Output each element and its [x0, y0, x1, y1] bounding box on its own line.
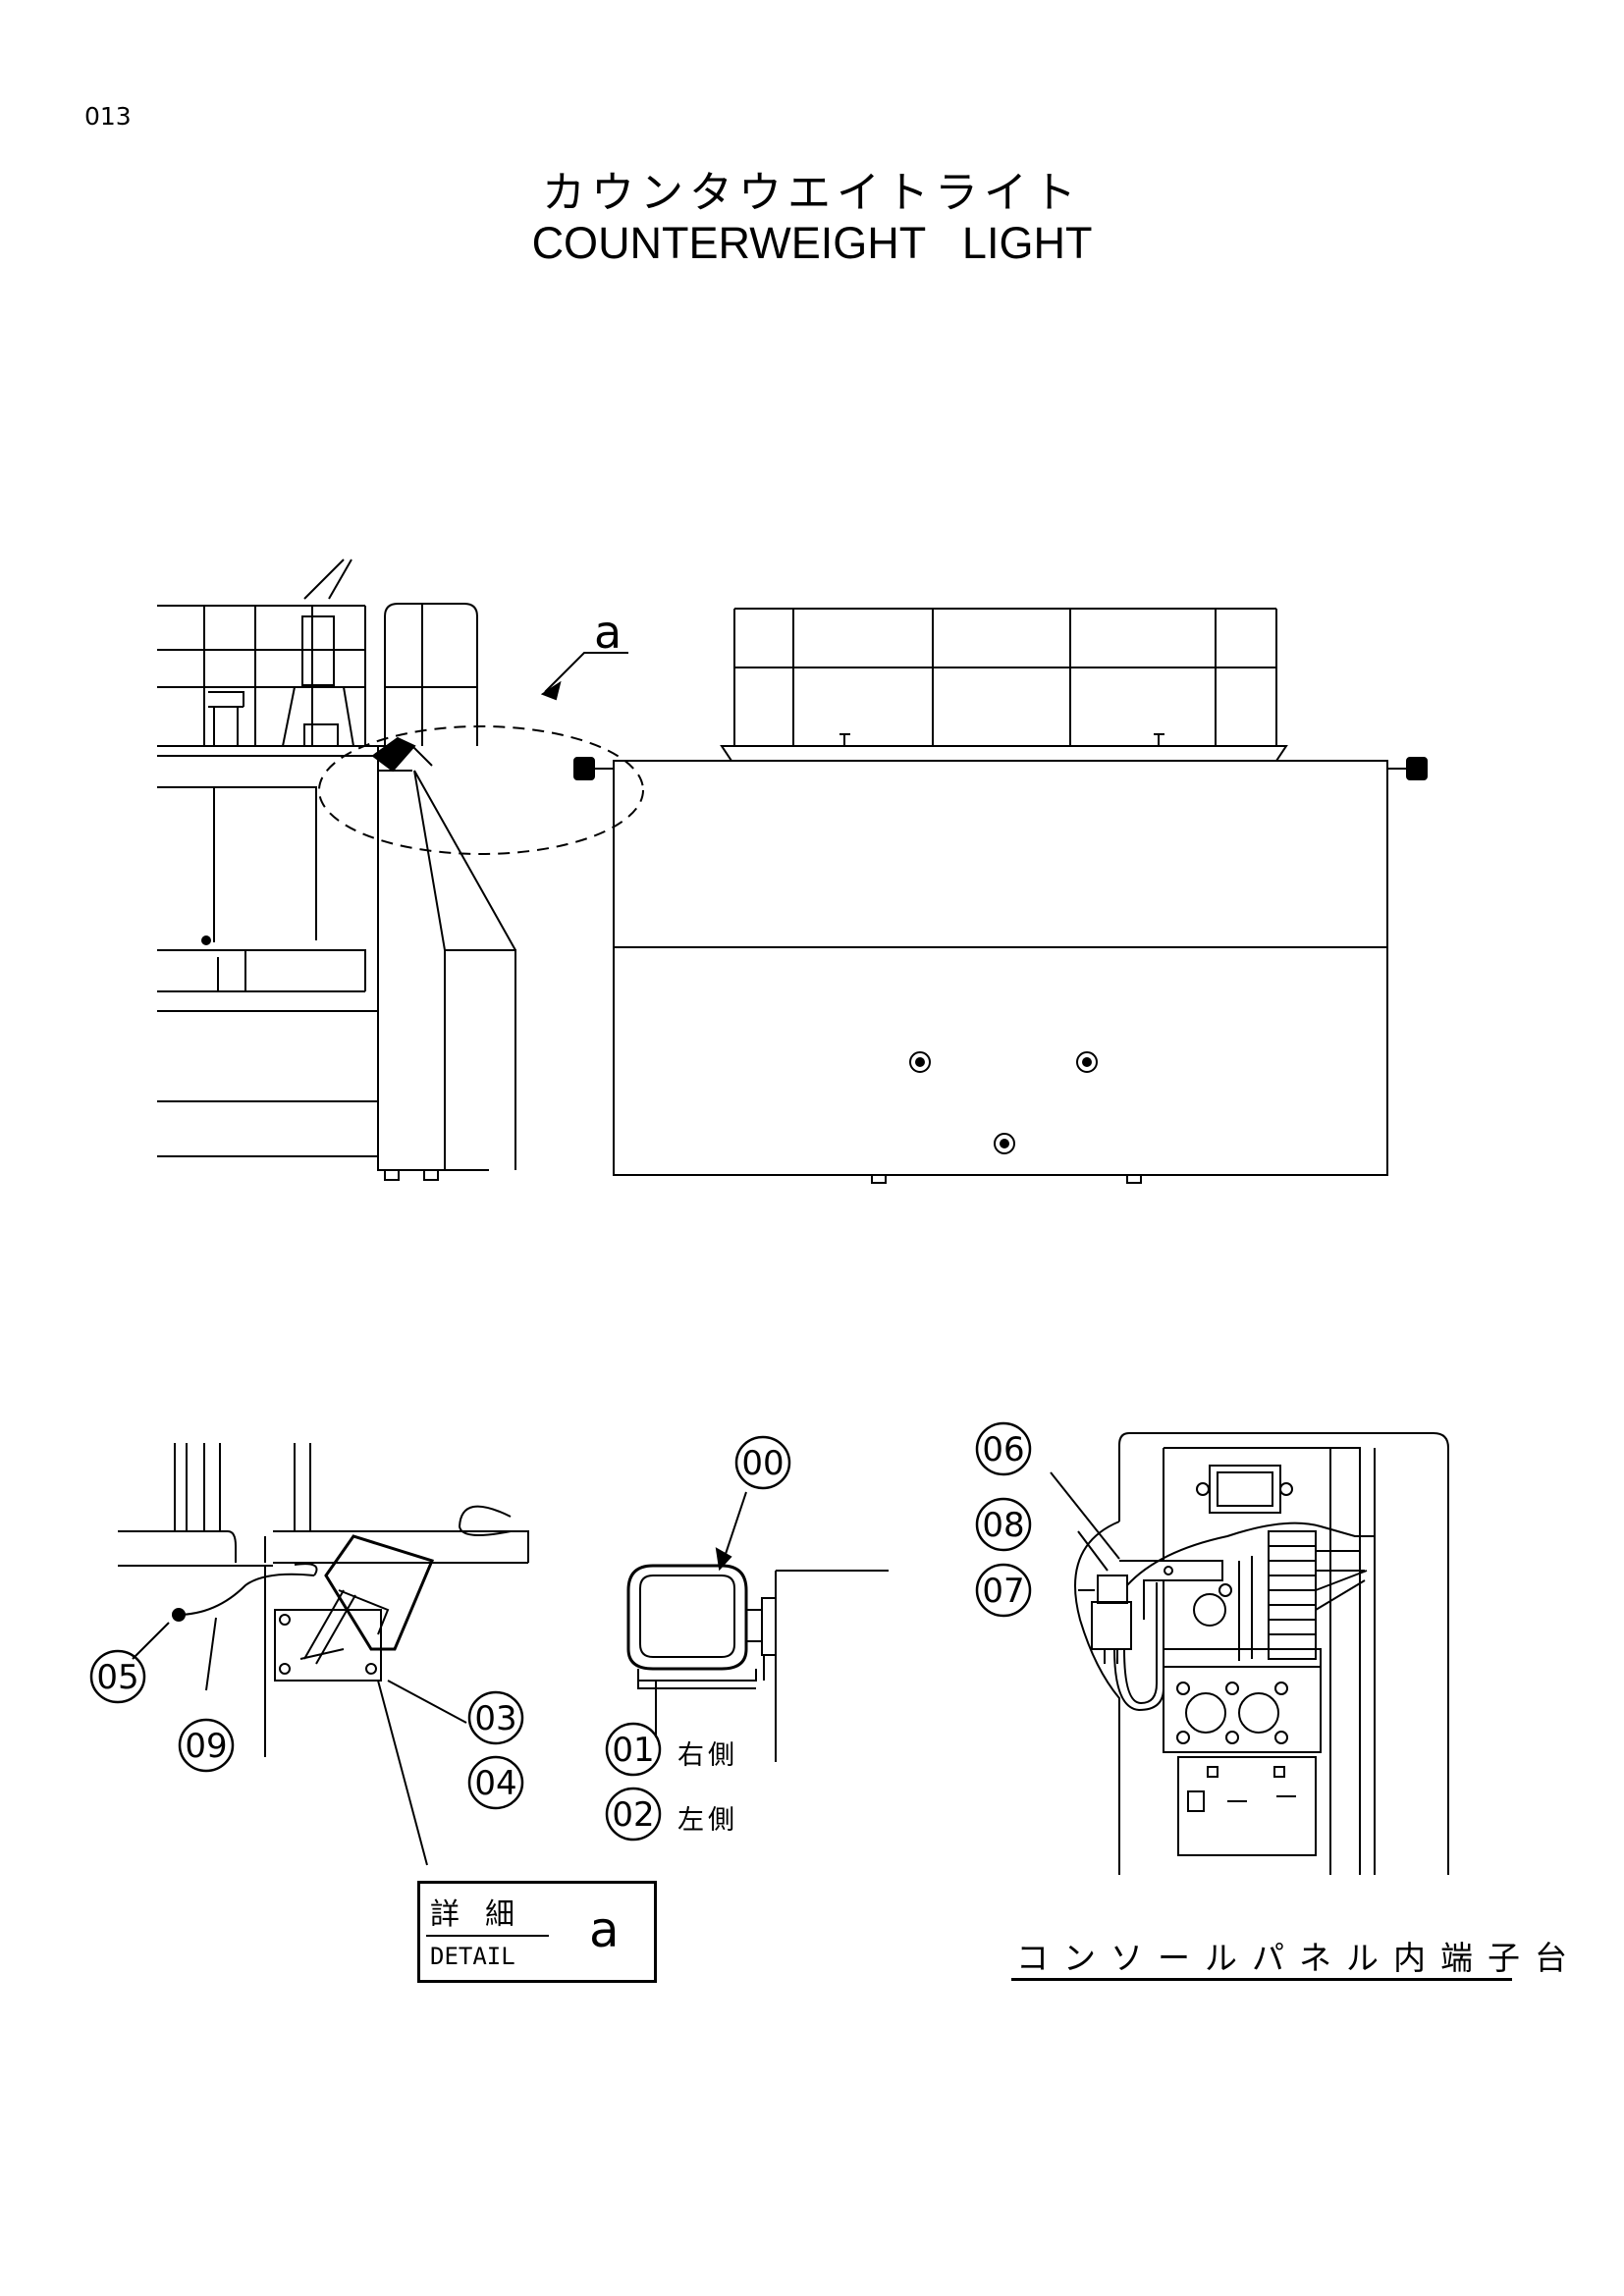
callout-00-label: 00: [741, 1444, 784, 1483]
callout-01-label: 01: [612, 1731, 654, 1770]
callout-02: [605, 1787, 662, 1842]
callout-04: [467, 1755, 524, 1810]
console-terminal-block: [1050, 1432, 1449, 1875]
callout-07-label: 07: [982, 1572, 1024, 1611]
title-english: COUNTERWEIGHT LIGHT: [531, 218, 1093, 268]
detail-box-japanese: 詳細: [430, 1897, 540, 1932]
console-panel-caption: コンソールパネル内端子台: [1016, 1939, 1582, 1977]
detail-box-english: DETAIL: [430, 1943, 515, 1970]
callout-03: [467, 1690, 524, 1745]
callout-04-label: 04: [474, 1764, 516, 1803]
label-left-side: 左側: [677, 1805, 738, 1836]
page-number: 013: [84, 102, 132, 131]
callout-08: [975, 1497, 1032, 1552]
detail-lamp-mount: [118, 1443, 529, 1866]
callout-02-label: 02: [612, 1795, 654, 1835]
machine-side-view: [157, 559, 516, 1181]
title-japanese: カウンタウエイトライト: [542, 168, 1082, 218]
console-caption-underline: [1011, 1978, 1512, 1981]
callouts: [89, 1421, 1032, 1842]
counterweight-rear-view: [573, 608, 1428, 1184]
label-right-side: 右側: [677, 1740, 738, 1771]
callout-09: [178, 1718, 235, 1773]
callout-03-label: 03: [474, 1699, 516, 1738]
callout-00: [734, 1435, 791, 1490]
lamp-unit: [626, 1491, 889, 1762]
callout-09-label: 09: [185, 1727, 227, 1766]
callout-01: [605, 1722, 662, 1777]
callout-06-label: 06: [982, 1430, 1024, 1469]
callout-05-label: 05: [96, 1658, 138, 1697]
callout-05: [89, 1649, 146, 1704]
detail-a-marker: [318, 652, 644, 855]
detail-letter-on-drawing: a: [594, 606, 622, 659]
callout-08-label: 08: [982, 1506, 1024, 1545]
callout-07: [975, 1563, 1032, 1618]
detail-box: 詳細 DETAIL a: [417, 1881, 657, 1983]
callout-06: [975, 1421, 1032, 1476]
detail-box-rule: [426, 1935, 549, 1937]
detail-box-letter: a: [589, 1901, 620, 1958]
